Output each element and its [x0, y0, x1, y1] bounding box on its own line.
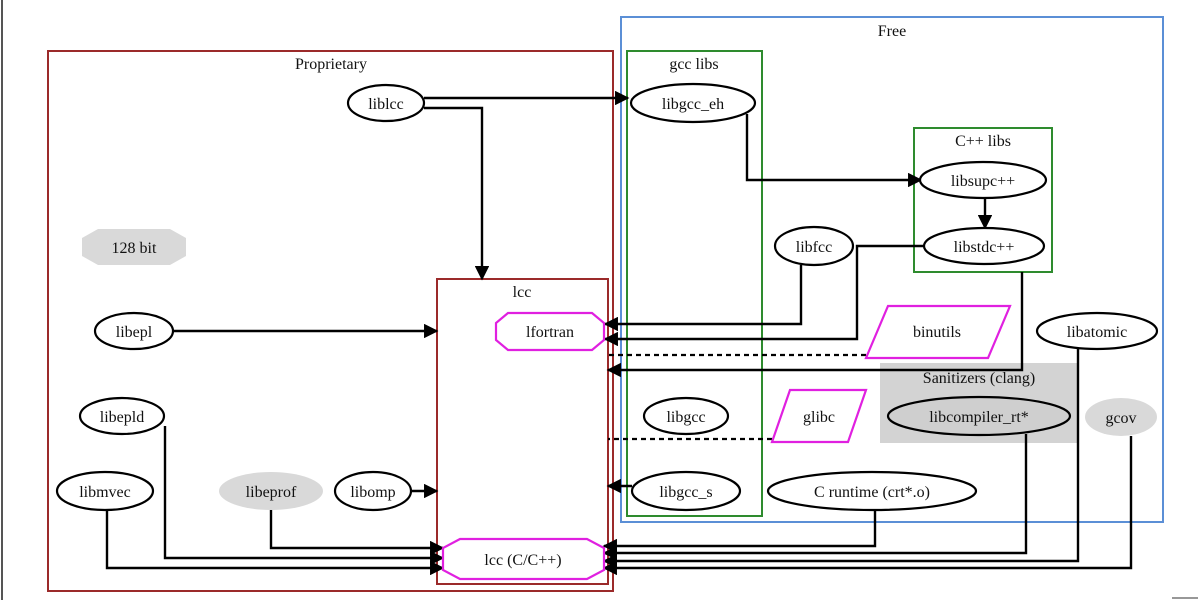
node-libcompiler-rt[interactable]: libcompiler_rt* — [886, 395, 1072, 437]
edge-crt-lcc-c — [602, 510, 877, 554]
node-libatomic-label: libatomic — [1067, 324, 1127, 341]
cluster-sanitizers-label: Sanitizers (clang) — [923, 370, 1035, 387]
node-libfcc-label: libfcc — [796, 239, 832, 256]
node-libstdcpp-label: libstdc++ — [954, 239, 1015, 256]
cluster-gcc-libs-label: gcc libs — [669, 56, 718, 73]
node-crt[interactable]: C runtime (crt*.o) — [766, 470, 978, 512]
cluster-cpp-libs: C++ libs — [913, 127, 1053, 273]
node-libmvec-label: libmvec — [79, 484, 131, 501]
node-libomp-label: libomp — [350, 484, 395, 501]
edge-libatomic-lcc-c — [602, 349, 1080, 569]
node-binutils[interactable]: binutils — [864, 304, 1012, 360]
node-glibc[interactable]: glibc — [770, 388, 868, 444]
node-libgcc-eh-label: libgcc_eh — [662, 96, 724, 113]
node-libfcc[interactable]: libfcc — [773, 225, 855, 267]
node-liblcc[interactable]: liblcc — [346, 83, 426, 123]
node-crt-label: C runtime (crt*.o) — [814, 484, 930, 501]
edges — [105, 90, 1133, 576]
node-lcc-c-label: lcc (C/C++) — [484, 552, 561, 569]
node-libgcc-s[interactable]: libgcc_s — [630, 470, 742, 512]
node-lcc-c[interactable]: lcc (C/C++) — [441, 537, 606, 581]
node-libgcc-eh[interactable]: libgcc_eh — [629, 82, 757, 124]
node-libstdcpp[interactable]: libstdc++ — [922, 226, 1046, 266]
edge-libeprof-lcc-c — [269, 510, 445, 556]
node-libepld[interactable]: libepld — [78, 396, 166, 436]
edge-libcompiler-rt-lcc-c — [602, 434, 1028, 561]
node-gcov-label: gcov — [1105, 410, 1136, 427]
node-liblcc-label: liblcc — [368, 96, 404, 113]
node-128-bit-label: 128 bit — [112, 240, 157, 257]
node-libepl-label: libepl — [116, 324, 153, 341]
cluster-proprietary-label: Proprietary — [295, 56, 367, 73]
node-libeprof-label: libeprof — [246, 484, 297, 501]
node-libgcc[interactable]: libgcc — [642, 396, 730, 436]
node-libgcc-label: libgcc — [666, 409, 705, 426]
node-gcov[interactable]: gcov — [1085, 398, 1157, 436]
cluster-lcc-label: lcc — [513, 284, 532, 301]
edge-libmvec-lcc-c — [105, 510, 445, 576]
edge-libstdcpp-lfortran — [603, 244, 924, 347]
node-libgcc-s-label: libgcc_s — [659, 484, 712, 501]
node-glibc-label: glibc — [803, 409, 835, 426]
node-128-bit[interactable]: 128 bit — [82, 229, 186, 265]
node-libepl[interactable]: libepl — [93, 311, 175, 351]
node-libomp[interactable]: libomp — [333, 470, 413, 512]
edge-libepld-lcc-c — [163, 426, 445, 566]
node-libcompiler-rt-label: libcompiler_rt* — [929, 409, 1029, 426]
node-libepld-label: libepld — [100, 409, 144, 426]
cluster-free: Free — [620, 16, 1164, 523]
edge-gcov-lcc-c — [602, 436, 1133, 576]
edge-libfcc-lfortran — [603, 265, 803, 332]
cluster-free-label: Free — [878, 23, 906, 40]
node-lfortran[interactable]: lfortran — [494, 311, 606, 352]
cluster-gcc-libs: gcc libs — [626, 50, 763, 517]
cluster-cpp-libs-label: C++ libs — [955, 133, 1011, 150]
edge-libgcc-eh-libsupcpp — [745, 114, 923, 188]
node-libsupcpp[interactable]: libsupc++ — [918, 160, 1048, 200]
node-libmvec[interactable]: libmvec — [55, 470, 155, 512]
cluster-lcc: lcc — [436, 278, 609, 585]
node-lfortran-label: lfortran — [526, 324, 574, 341]
edge-liblcc-lcc — [424, 106, 490, 281]
node-libatomic[interactable]: libatomic — [1035, 311, 1159, 351]
node-binutils-label: binutils — [913, 324, 961, 341]
edge-libstdcpp-lcc — [606, 272, 1024, 378]
node-libeprof[interactable]: libeprof — [219, 472, 323, 510]
node-libsupcpp-label: libsupc++ — [951, 173, 1015, 190]
